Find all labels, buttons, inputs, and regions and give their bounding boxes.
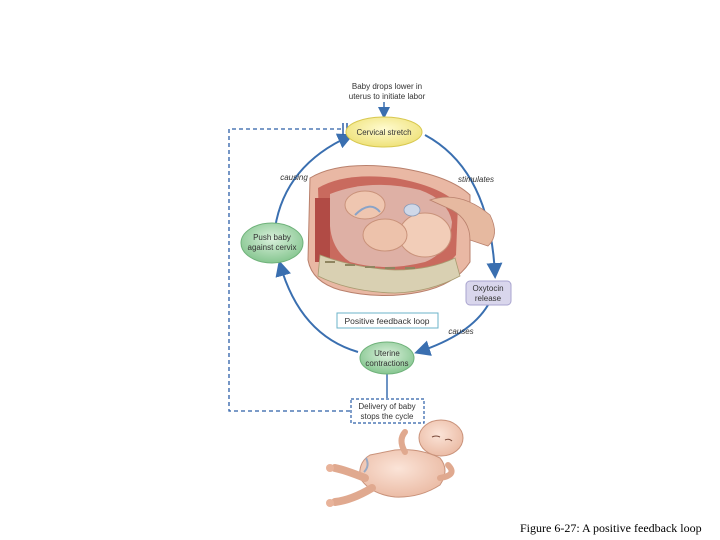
push-label-line2: against cervix (248, 243, 297, 252)
cervical-stretch-label: Cervical stretch (356, 128, 411, 137)
delivery-label-line2: stops the cycle (361, 412, 414, 421)
start-label-line1: Baby drops lower in (352, 82, 422, 91)
start-label-line2: uterus to initiate labor (349, 92, 426, 101)
stimulates-label: stimulates (458, 175, 494, 184)
oxytocin-label-line1: Oxytocin (472, 284, 503, 293)
figure-caption: Figure 6-27: A positive feedback loop (520, 521, 702, 536)
push-label-line1: Push baby (253, 233, 291, 242)
positive-feedback-loop-label: Positive feedback loop (344, 316, 429, 326)
delivery-label-line1: Delivery of baby (358, 402, 415, 411)
uterine-label-line1: Uterine (374, 349, 400, 358)
newborn-baby-illustration (326, 420, 463, 507)
womb-illustration (308, 166, 495, 296)
oxytocin-label-line2: release (475, 294, 502, 303)
causing-label: causing (280, 173, 308, 182)
uterine-label-line2: contractions (365, 359, 408, 368)
causes-label: causes (448, 327, 473, 336)
uterine-contractions-node (360, 342, 414, 374)
